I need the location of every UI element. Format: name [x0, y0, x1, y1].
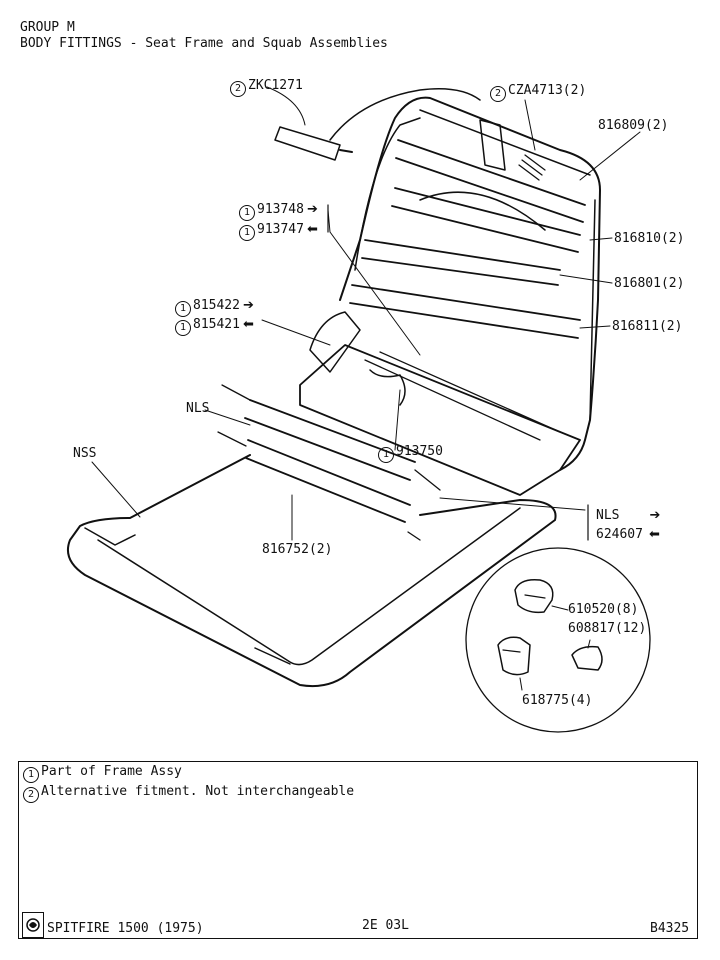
- cushion-frame-inner: [97, 507, 521, 666]
- right-arrow-icon: ➔: [649, 508, 661, 523]
- right-arrow-icon: ➔: [242, 298, 254, 313]
- callout-nls-left: NLS: [186, 401, 210, 416]
- strap-816801: [361, 239, 561, 286]
- strap-816809: [395, 139, 586, 223]
- callout-608817: 608817(12): [568, 621, 647, 636]
- strap-816810: [391, 187, 581, 253]
- callout-610520: 610520(8): [568, 602, 639, 617]
- british-leyland-logo-icon: [22, 912, 44, 938]
- callout-624607: 624607⬅: [596, 527, 660, 542]
- model-name: SPITFIRE 1500 (1975): [47, 921, 204, 936]
- page-title: BODY FITTINGS - Seat Frame and Squab Ass…: [20, 36, 388, 51]
- callout-nls-right: NLS➔: [596, 508, 661, 523]
- left-arrow-icon: ⬅: [306, 222, 318, 237]
- strap-816752-lower: [245, 439, 411, 523]
- strap-816811: [349, 284, 581, 339]
- left-arrow-icon: ⬅: [648, 527, 660, 542]
- page-code: 2E 03L: [362, 918, 409, 933]
- callout-816810: 816810(2): [614, 231, 685, 246]
- callout-nss: NSS: [73, 446, 97, 461]
- left-arrow-icon: ⬅: [242, 317, 254, 332]
- frame-base: [299, 344, 581, 496]
- callout-816801: 816801(2): [614, 276, 685, 291]
- fastener-detail-circle: [465, 547, 651, 733]
- callout-816811: 816811(2): [612, 319, 683, 334]
- cushion-frame: [66, 454, 557, 688]
- callout-816752: 816752(2): [262, 542, 333, 557]
- group-heading: GROUP M: [20, 20, 75, 35]
- callout-618775: 618775(4): [522, 693, 593, 708]
- reference-number: B4325: [650, 921, 690, 936]
- right-arrow-icon: ➔: [306, 202, 318, 217]
- squab-frame: [339, 96, 601, 471]
- callout-816809: 816809(2): [598, 118, 669, 133]
